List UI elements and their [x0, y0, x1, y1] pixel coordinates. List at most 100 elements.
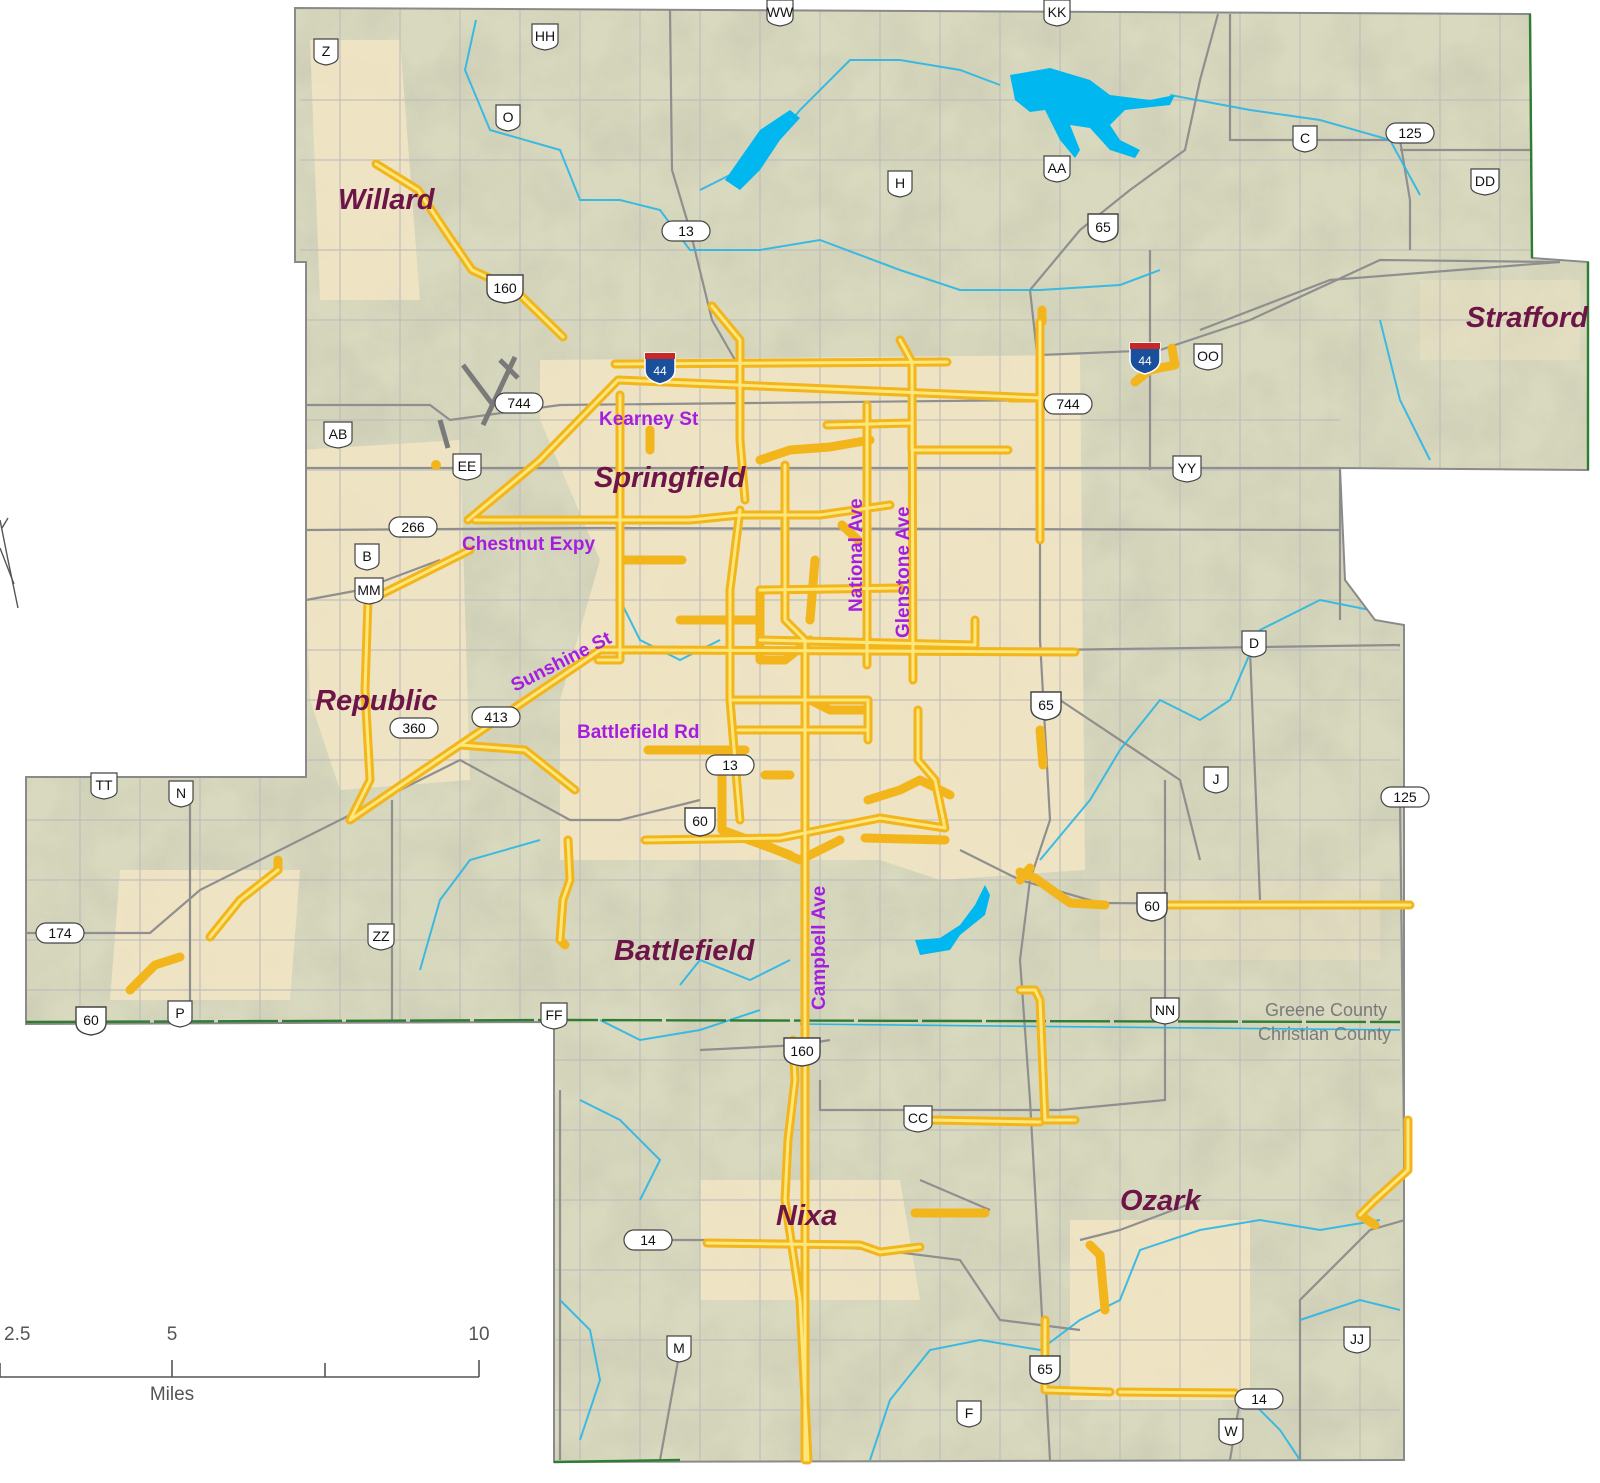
us-route-number: 65: [1037, 1361, 1053, 1377]
state-route-number: 14: [640, 1232, 656, 1248]
us-route-shield: 65: [1030, 691, 1062, 721]
state-route-shield: 744: [1043, 393, 1093, 415]
state-route-shields: 13 744 744 266 360 413 13 174 125 125 14…: [35, 122, 1435, 1410]
street-label: Battlefield Rd: [577, 722, 699, 743]
us-route-shield: 60: [1136, 892, 1168, 922]
state-route-number: 125: [1398, 125, 1422, 141]
lettered-route-shield: NN: [1150, 997, 1180, 1025]
state-route-number: 266: [401, 519, 425, 535]
us-route-shield: 65: [1087, 213, 1119, 243]
us-route-number: 160: [493, 280, 517, 296]
state-route-number: 125: [1393, 789, 1417, 805]
route-letter: NN: [1155, 1002, 1175, 1018]
street-label: Chestnut Expy: [462, 534, 595, 555]
us-route-number: 60: [1144, 898, 1160, 914]
us-route-number: 60: [692, 813, 708, 829]
interstate-shield: 44: [644, 352, 676, 385]
route-letter: DD: [1475, 173, 1495, 189]
lettered-route-shield: H: [887, 170, 913, 198]
highlighted-network: [125, 159, 1415, 1465]
scale-tick: 2.5: [4, 1324, 30, 1345]
route-letter: JJ: [1350, 1331, 1364, 1347]
city-label: Battlefield: [614, 935, 755, 967]
lettered-route-shield: MM: [354, 577, 384, 605]
city-label: Ozark: [1120, 1185, 1202, 1217]
street-label: Glenstone Ave: [893, 506, 914, 638]
route-letter: W: [1224, 1423, 1238, 1439]
state-route-number: 174: [48, 925, 72, 941]
route-letter: P: [175, 1005, 184, 1021]
us-route-number: 60: [83, 1012, 99, 1028]
lettered-route-shield: Z: [313, 38, 339, 66]
route-letter: N: [176, 785, 186, 801]
route-letter: HH: [535, 28, 555, 44]
state-route-number: 413: [484, 709, 508, 725]
interstate-number: 44: [1138, 354, 1152, 368]
route-letter: O: [503, 109, 514, 125]
state-route-shield: 13: [661, 220, 711, 242]
lettered-route-shield: FF: [540, 1002, 568, 1030]
state-route-number: 14: [1251, 1391, 1267, 1407]
route-letter: MM: [357, 582, 380, 598]
route-letter: B: [362, 548, 371, 564]
route-letter: TT: [95, 777, 113, 793]
lettered-route-shield: M: [666, 1335, 692, 1363]
route-letter: WW: [767, 4, 794, 20]
state-route-number: 13: [722, 757, 738, 773]
state-route-shield: 266: [388, 516, 438, 538]
lettered-route-shield: OO: [1193, 343, 1223, 371]
lettered-route-shield: KK: [1043, 0, 1071, 27]
lettered-route-shield: AB: [323, 421, 353, 449]
city-label: Republic: [315, 685, 437, 717]
lettered-route-shield: J: [1203, 766, 1229, 794]
airport-icon: [437, 355, 520, 449]
lettered-route-shield: F: [956, 1400, 982, 1428]
interstate-shields: 44 44: [644, 342, 1161, 385]
us-route-number: 160: [790, 1043, 814, 1059]
state-route-shield: 14: [1234, 1388, 1284, 1410]
state-route-shield: 360: [389, 717, 439, 739]
street-label: Kearney St: [599, 409, 699, 430]
lettered-route-shield: YY: [1172, 455, 1202, 483]
lettered-route-shield: JJ: [1343, 1326, 1371, 1354]
street-label: National Ave: [846, 498, 867, 612]
route-letter: AA: [1048, 160, 1067, 176]
route-letter: M: [673, 1340, 685, 1356]
lettered-route-shield: C: [1292, 125, 1318, 153]
lettered-route-shield: CC: [903, 1105, 933, 1133]
state-route-shield: 14: [623, 1229, 673, 1251]
state-route-number: 744: [507, 395, 531, 411]
route-letter: D: [1249, 635, 1259, 651]
state-route-shield: 125: [1385, 122, 1435, 144]
state-route-shield: 13: [705, 754, 755, 776]
route-letter: YY: [1178, 460, 1197, 476]
route-letter: ZZ: [372, 928, 390, 944]
us-route-number: 65: [1095, 219, 1111, 235]
lettered-route-shield: D: [1241, 630, 1267, 658]
us-route-shield: 60: [75, 1006, 107, 1036]
route-letter: CC: [908, 1110, 928, 1126]
county-label-north: Greene County: [1265, 1000, 1387, 1020]
route-letter: F: [965, 1405, 974, 1421]
lettered-route-shield: N: [168, 780, 194, 808]
south-edge: [553, 1458, 681, 1464]
lettered-route-shield: WW: [766, 0, 794, 27]
interstate-number: 44: [653, 364, 667, 378]
rivers: [419, 19, 1431, 1461]
lettered-route-shield: W: [1218, 1418, 1244, 1446]
us-route-shield: 60: [684, 807, 716, 837]
route-letter: H: [895, 175, 905, 191]
north-arrow-icon: [0, 517, 19, 609]
lakes: [725, 68, 1175, 955]
state-route-shield: 174: [35, 922, 85, 944]
city-label: Springfield: [594, 462, 747, 494]
route-letter: Z: [322, 43, 331, 59]
interstate-shield: 44: [1129, 342, 1161, 375]
county-line-water: [799, 1023, 1401, 1031]
state-route-shield: 744: [494, 392, 544, 414]
city-label: Nixa: [776, 1200, 837, 1232]
street-label: Campbell Ave: [809, 886, 830, 1010]
lettered-route-shield: AA: [1043, 155, 1071, 183]
county-label-south: Christian County: [1258, 1024, 1391, 1044]
county-border: [25, 6, 1589, 1464]
